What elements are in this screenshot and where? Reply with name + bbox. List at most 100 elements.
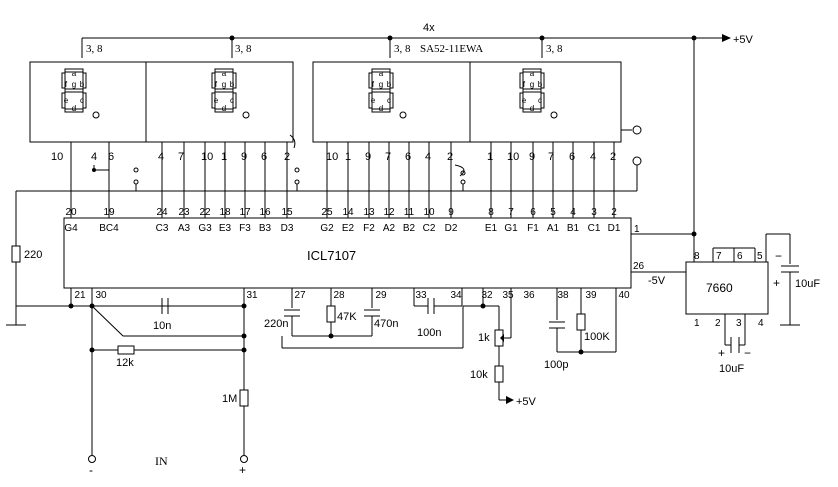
ic-pin-name: A2 [383,223,396,234]
digit-pins-3: 3, 8 [394,43,411,55]
conv-pin-1: 1 [694,318,700,329]
segment-letter: d [222,104,226,113]
ic-pin-number: 2 [611,207,617,218]
ic-bottom-pin-number: 29 [375,290,387,301]
ic-pin-number: 16 [259,207,271,218]
resistor-220: 220 [6,245,42,326]
segment-letter: f [65,80,68,89]
ic-pin-1: 1 [634,224,640,235]
cpump-plus: + [718,346,725,360]
conv-pin-2: 2 [715,318,721,329]
display-pin-number: 6 [405,151,411,163]
ic-pin-number: 6 [530,207,536,218]
ic-pin-number: 20 [65,207,77,218]
display-pin-number: 4 [590,151,596,163]
segment-letter: e [522,96,527,105]
segment-g [64,88,84,93]
segment-letter: g [530,80,534,89]
digit-pins-4: 3, 8 [546,43,563,55]
segment-d [522,108,542,113]
display-pin-number: 9 [529,151,535,163]
display-pin-number: 7 [385,151,391,163]
conv-pin-8: 8 [694,251,700,262]
r100k-label: 100K [584,331,610,343]
segment-letter: a [72,69,77,78]
pot1k-label: 1k [478,332,490,344]
ic-bottom-pin-number: 30 [95,290,107,301]
display-pin-number: 6 [108,151,114,163]
segment-letter: b [538,80,543,89]
ic-bottom-pin-number: 27 [294,290,306,301]
input-label: IN [155,454,168,468]
display-pin-number: 9 [241,151,247,163]
ic-pin-name: A3 [178,223,191,234]
ic-pin-number: 22 [199,207,211,218]
cout-plus: + [773,276,780,290]
segment-a [214,68,234,73]
ic-bottom-pin-number: 38 [557,290,569,301]
segment-a [64,68,84,73]
conv-pin-7: 7 [716,251,722,262]
ic-bottom-pin-number: 21 [74,290,86,301]
rail-label: +5V [733,34,754,46]
ic-pin-name: C2 [423,223,436,234]
conv-pin-5: 5 [757,251,763,262]
decimal-point [242,111,250,119]
c220n-label: 220n [264,318,288,330]
display-pin-number: 10 [326,151,338,163]
segment-g [522,88,542,93]
ic-pin-number: 24 [156,207,168,218]
ic-bottom-pin-number: 28 [333,290,345,301]
r10k-label: 10k [470,369,488,381]
conv-pin-4: 4 [758,318,764,329]
display-part-label: SA52-11EWA [420,43,483,55]
icl7107-name: ICL7107 [307,248,356,263]
ic-pin-name: C3 [156,223,169,234]
ic-pin-number: 19 [103,207,115,218]
ic-pin-name: F3 [239,223,251,234]
supply-wiring: -5V [631,38,697,287]
segment-a [371,68,391,73]
conv-pin-3: 3 [736,318,742,329]
ic-pin-name: F2 [363,223,375,234]
segment-b [232,72,237,89]
ic-bottom-pin-number: 35 [502,290,514,301]
segment-letter: b [387,80,392,89]
conv-pin-6: 6 [737,251,743,262]
segment-f [519,72,524,89]
segment-b [540,72,545,89]
r12k-label: 12k [116,357,134,369]
ic-pin-number: 4 [570,207,576,218]
display-pin-number: 7 [178,151,184,163]
display-pads [133,125,642,191]
segment-letter: f [215,80,218,89]
segment-letter: d [72,104,76,113]
display-pin-number: 9 [365,151,371,163]
display-pin-number: 4 [158,151,164,163]
ic-pin-name: G3 [198,223,212,234]
display-pin-number: 2 [610,151,616,163]
c100n-label: 100n [417,327,441,339]
decimal-point [92,111,100,119]
segment-letter: a [222,69,227,78]
ic-pin-number: 14 [342,207,354,218]
r1m-label: 1M [222,393,237,405]
icl7660-chip: 7660 8 7 6 5 − + 10uF 1 2 3 4 + − 10uF [685,233,820,375]
ic-pin-name: D2 [445,223,458,234]
segment-letter: f [372,80,375,89]
ic-pin-name: G1 [504,223,518,234]
segment-b [389,72,394,89]
segment-letter: g [72,80,76,89]
cout-minus: − [775,249,782,263]
display-count-label: 4x [423,22,435,34]
ic-pin-name: D3 [281,223,294,234]
ic-bottom-pin-number: 33 [415,290,427,301]
segment-b [82,72,87,89]
display-pin-number: 1 [221,151,227,163]
segment-letter: e [371,96,376,105]
segment-c [540,92,545,109]
ic-pin-number: 9 [448,207,454,218]
